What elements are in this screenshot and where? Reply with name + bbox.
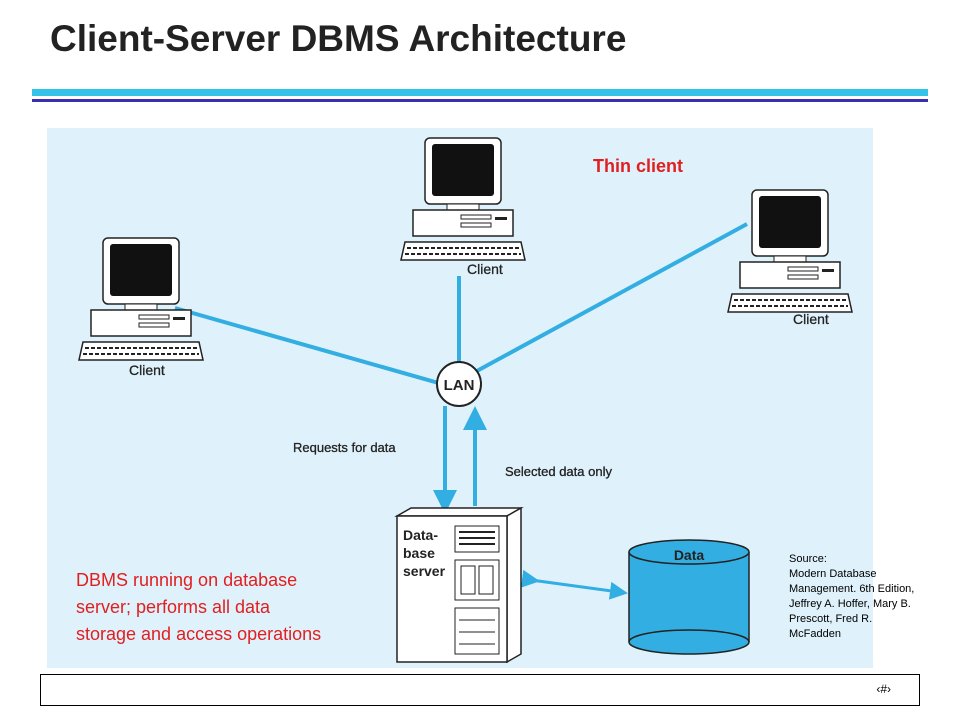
source-citation: Source: Modern Database Management. 6th … bbox=[789, 552, 959, 642]
client-label-left: Client bbox=[129, 362, 165, 378]
link-client-right bbox=[474, 222, 748, 374]
thin-client-label: Thin client bbox=[593, 156, 683, 176]
dbms-note-line1: DBMS running on database bbox=[76, 570, 297, 590]
source-line: Modern Database bbox=[789, 568, 877, 580]
source-line: Management. 6th Edition, bbox=[789, 583, 915, 595]
diagram-canvas: Client Client Client LAN Thin client Req… bbox=[76, 137, 853, 664]
storage-label: Data bbox=[674, 547, 705, 563]
response-label: Selected data only bbox=[505, 464, 612, 479]
database-server bbox=[394, 506, 524, 664]
client-label-right: Client bbox=[793, 311, 829, 327]
server-label-line3: server bbox=[403, 563, 446, 579]
client-computer-top bbox=[400, 137, 526, 261]
server-data-link bbox=[520, 569, 628, 600]
page-number: ‹#› bbox=[876, 682, 891, 696]
dbms-note-line2: server; performs all data bbox=[76, 597, 271, 617]
title-rule-cyan bbox=[32, 89, 928, 96]
server-label-line2: base bbox=[403, 545, 435, 561]
source-line: Jeffrey A. Hoffer, Mary B. bbox=[789, 598, 911, 610]
source-line: Prescott, Fred R. bbox=[789, 613, 873, 625]
link-client-left bbox=[174, 306, 443, 386]
footer-box: ‹#› bbox=[40, 674, 920, 706]
client-computer-right bbox=[727, 189, 853, 313]
lan-hub bbox=[436, 361, 482, 407]
architecture-diagram: Client Client Client LAN Thin client Req… bbox=[47, 128, 873, 668]
client-computer-left bbox=[78, 237, 204, 361]
request-label: Requests for data bbox=[293, 440, 396, 455]
lan-label: LAN bbox=[444, 377, 475, 394]
slide-title: Client-Server DBMS Architecture bbox=[50, 18, 627, 59]
data-storage-cylinder bbox=[628, 539, 750, 655]
client-label-top: Client bbox=[467, 261, 503, 277]
server-label-line1: Data- bbox=[403, 527, 438, 543]
title-rule-navy bbox=[32, 99, 928, 102]
source-line: McFadden bbox=[789, 628, 841, 640]
source-line: Source: bbox=[789, 553, 827, 565]
dbms-note-line3: storage and access operations bbox=[76, 624, 321, 644]
